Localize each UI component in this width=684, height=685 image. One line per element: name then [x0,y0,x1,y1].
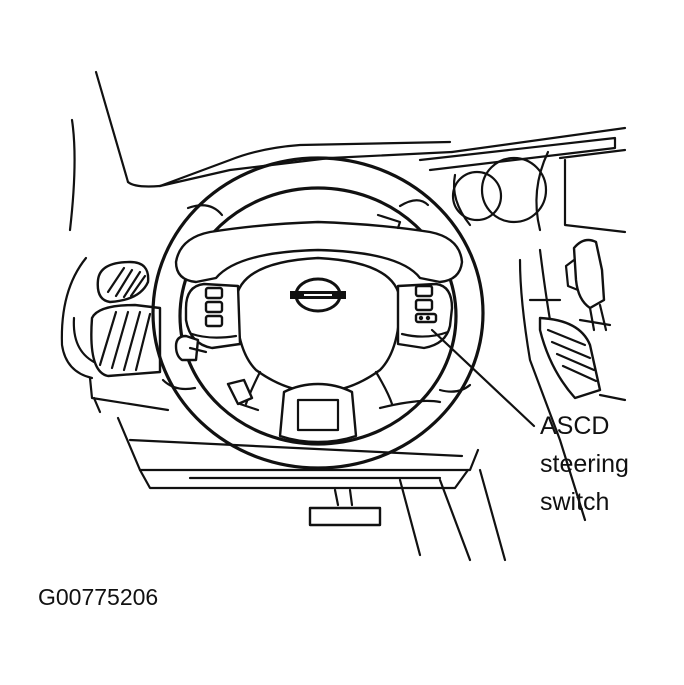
figure-id: G00775206 [38,584,158,610]
airbag-hub [234,256,402,394]
gear-selector [564,238,612,332]
ascd-steering-switch [396,282,454,350]
dashboard [158,126,627,234]
a-pillar [68,70,162,232]
steering-column [308,468,507,562]
callout-line-2: steering [540,450,629,478]
callout-line-1: ASCD [540,412,609,440]
upper-spoke [174,213,464,284]
center-console [518,248,627,522]
left-vent [96,260,150,304]
combination-switch [174,334,260,412]
callout-leader [430,328,536,428]
nissan-logo-icon [290,277,346,313]
steering-wheel [151,156,485,470]
center-gauges [451,156,548,227]
lower-spoke [244,370,394,444]
lower-dash [88,376,480,490]
callout-line-3: switch [540,488,609,516]
left-switch-pod [184,282,242,350]
left-panel [60,256,162,380]
